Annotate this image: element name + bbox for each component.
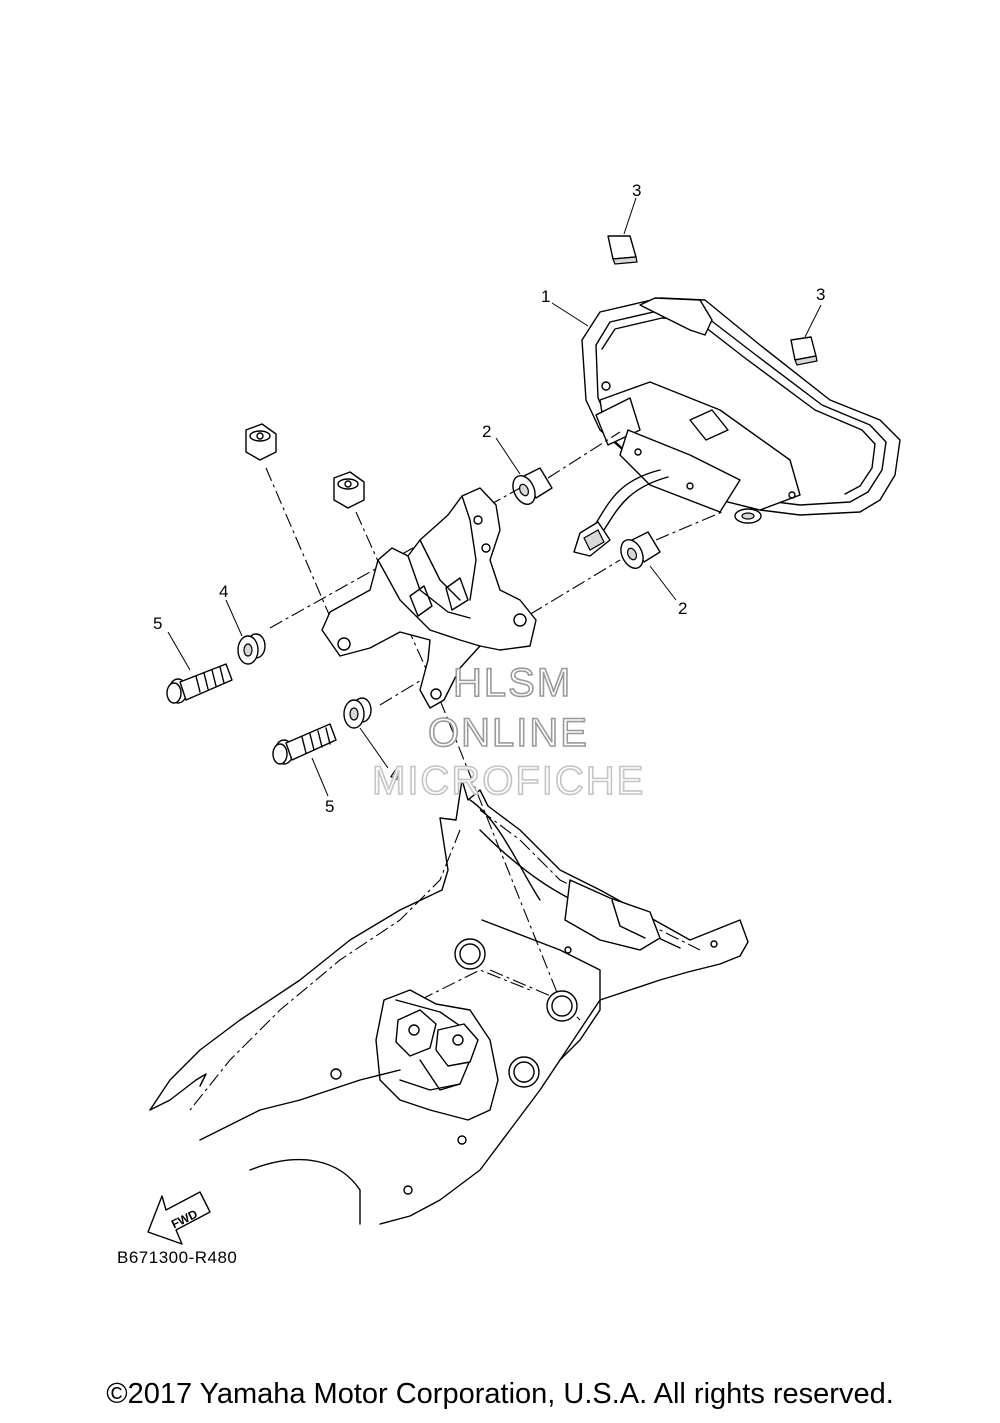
part-2-grommet-lower — [620, 531, 661, 569]
frame-body — [149, 779, 749, 1225]
leader-2-upper — [495, 437, 521, 475]
callout-part-1: 1 — [541, 287, 550, 306]
leader-3-upper — [623, 197, 637, 235]
callout-part-3-upper: 3 — [632, 181, 641, 200]
callout-part-4-lower: 4 — [390, 765, 399, 784]
nut-right — [333, 471, 365, 509]
copyright-notice: ©2017 Yamaha Motor Corporation, U.S.A. A… — [106, 1378, 894, 1410]
callout-part-5-upper: 5 — [153, 614, 162, 633]
callout-part-4-upper: 4 — [219, 582, 228, 601]
callout-part-2-lower: 2 — [678, 599, 687, 618]
callout-part-3-right: 3 — [816, 285, 825, 304]
callout-part-5-lower: 5 — [325, 797, 334, 816]
fwd-arrow-icon: FWD — [147, 1191, 211, 1245]
meter-bracket — [321, 487, 537, 709]
part-5-bolt-lower — [272, 723, 337, 765]
leader-4-upper — [225, 599, 243, 637]
watermark-line-2: ONLINE — [428, 711, 589, 755]
leader-5-upper — [167, 631, 191, 671]
part-3-clip-right — [790, 336, 818, 366]
nut-left — [245, 423, 277, 461]
watermark-line-1: HLSM — [453, 661, 572, 705]
leader-1 — [551, 302, 589, 327]
part-4-washer-lower — [343, 697, 372, 729]
part-2-grommet-upper — [512, 467, 553, 505]
leader-3-right — [804, 304, 822, 338]
part-3-clip-upper — [607, 235, 638, 265]
diagram-code: B671300-R480 — [117, 1248, 237, 1267]
leader-4-lower — [359, 727, 389, 769]
part-1-meter-assembly — [573, 297, 901, 557]
watermark-line-3: MICROFICHE — [372, 759, 645, 803]
part-5-bolt-upper — [166, 663, 233, 704]
part-4-washer-upper — [237, 633, 266, 665]
leader-5-lower — [311, 757, 329, 797]
callout-part-2-upper: 2 — [482, 422, 491, 441]
leader-2-lower — [649, 565, 677, 601]
